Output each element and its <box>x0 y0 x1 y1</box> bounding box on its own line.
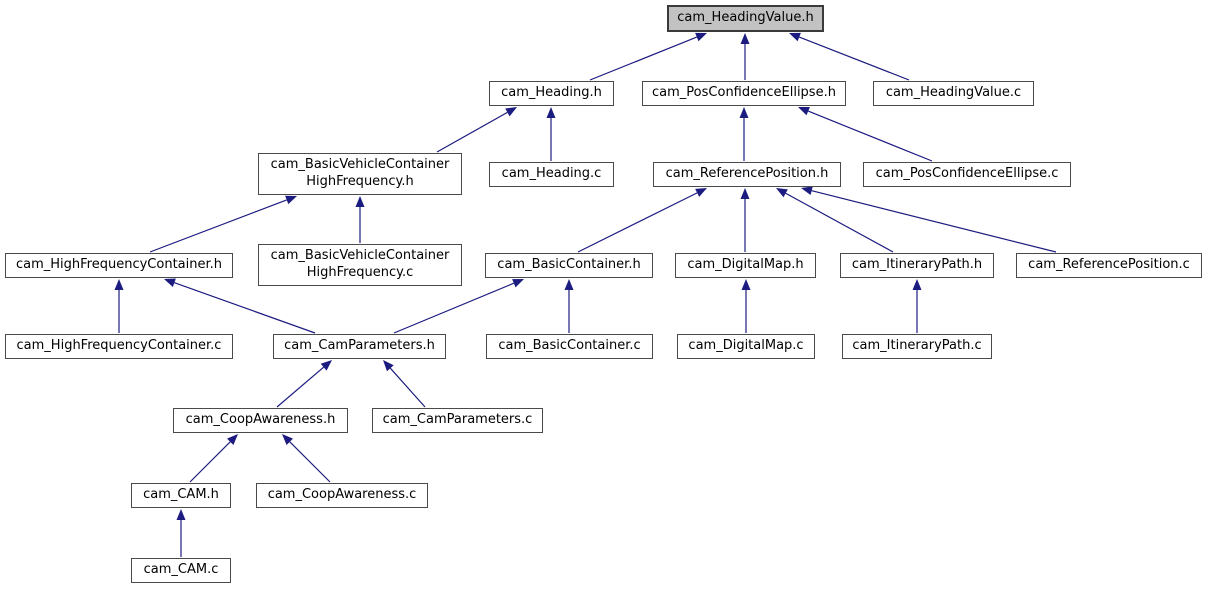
edge-cam_ItineraryPath_h-to-cam_ReferencePosition_h <box>785 192 894 253</box>
node-label: cam_Heading.c <box>501 166 602 182</box>
node-label: cam_CAM.c <box>143 562 219 578</box>
arrowhead-cam_ItineraryPath_c-to-cam_ItineraryPath_h <box>912 279 922 290</box>
edge-cam_CamParameters_h-to-cam_HighFrequencyContainer_h <box>174 282 316 334</box>
arrowhead-cam_ReferencePosition_h-to-cam_PosConfidenceEllipse_h <box>739 107 749 118</box>
arrowhead-cam_HighFrequencyContainer_c-to-cam_HighFrequencyContainer_h <box>114 279 124 290</box>
edge-cam_BasicVehicleContainerHighFrequency_h-to-cam_Heading_h <box>436 111 508 153</box>
edge-cam_CamParameters_c-to-cam_CamParameters_h <box>389 367 426 408</box>
node-cam_CamParameters_c[interactable]: cam_CamParameters.c <box>372 408 543 433</box>
edge-cam_HeadingValue_c-to-cam_HeadingValue_h <box>799 36 910 81</box>
node-label: cam_CoopAwareness.c <box>267 487 417 503</box>
arrowhead-cam_Heading_c-to-cam_Heading_h <box>546 107 556 118</box>
node-cam_HeadingValue_h: cam_HeadingValue.h <box>667 5 824 32</box>
node-cam_DigitalMap_c[interactable]: cam_DigitalMap.c <box>677 334 815 359</box>
node-label: cam_BasicContainer.h <box>497 257 641 273</box>
node-cam_ReferencePosition_c[interactable]: cam_ReferencePosition.c <box>1016 253 1202 278</box>
edge-cam_HighFrequencyContainer_h-to-cam_BasicVehicleContainerHighFrequency_h <box>149 199 287 253</box>
arrowhead-cam_Heading_h-to-cam_HeadingValue_h <box>695 32 707 42</box>
node-label: cam_BasicContainer.c <box>498 338 641 354</box>
node-cam_PosConfidenceEllipse_c[interactable]: cam_PosConfidenceEllipse.c <box>863 162 1071 187</box>
node-cam_ItineraryPath_c[interactable]: cam_ItineraryPath.c <box>842 334 992 359</box>
edge-cam_CamParameters_h-to-cam_BasicContainer_h <box>393 282 515 334</box>
node-cam_ItineraryPath_h[interactable]: cam_ItineraryPath.h <box>840 253 994 278</box>
arrowhead-cam_BasicContainer_h-to-cam_ReferencePosition_h <box>695 188 707 197</box>
edge-cam_CAM_h-to-cam_CoopAwareness_h <box>189 441 231 483</box>
node-label: cam_ItineraryPath.c <box>852 338 982 354</box>
edge-cam_PosConfidenceEllipse_c-to-cam_PosConfidenceEllipse_h <box>807 110 933 162</box>
node-label: cam_CamParameters.c <box>382 412 533 428</box>
node-label: cam_CoopAwareness.h <box>185 412 336 428</box>
node-cam_CoopAwareness_c[interactable]: cam_CoopAwareness.c <box>256 483 428 508</box>
arrowhead-cam_CamParameters_c-to-cam_CamParameters_h <box>383 360 394 372</box>
node-cam_BasicContainer_c[interactable]: cam_BasicContainer.c <box>486 334 653 359</box>
arrowhead-cam_PosConfidenceEllipse_h-to-cam_HeadingValue_h <box>740 33 750 44</box>
arrowhead-cam_BasicVehicleContainerHighFrequency_c-to-cam_BasicVehicleContainerHighFrequency_h <box>355 196 365 207</box>
arrowhead-cam_CAM_h-to-cam_CoopAwareness_h <box>227 434 238 445</box>
arrowhead-cam_DigitalMap_h-to-cam_ReferencePosition_h <box>740 188 750 199</box>
node-cam_HighFrequencyContainer_h[interactable]: cam_HighFrequencyContainer.h <box>5 253 233 278</box>
node-label: cam_BasicVehicleContainer <box>270 157 450 173</box>
node-cam_HeadingValue_c[interactable]: cam_HeadingValue.c <box>873 81 1034 106</box>
arrowhead-cam_ReferencePosition_c-to-cam_ReferencePosition_h <box>801 186 813 196</box>
node-label: cam_DigitalMap.c <box>688 338 804 354</box>
arrowhead-cam_HeadingValue_c-to-cam_HeadingValue_h <box>789 32 801 42</box>
node-cam_CamParameters_h[interactable]: cam_CamParameters.h <box>273 334 446 359</box>
node-label: cam_ReferencePosition.h <box>665 166 829 182</box>
node-label: cam_HeadingValue.c <box>885 85 1022 101</box>
edge-cam_BasicContainer_h-to-cam_ReferencePosition_h <box>577 192 698 253</box>
arrowhead-cam_CamParameters_h-to-cam_HighFrequencyContainer_h <box>164 278 176 287</box>
edge-cam_CoopAwareness_c-to-cam_CoopAwareness_h <box>289 441 331 483</box>
node-label: cam_DigitalMap.h <box>687 257 804 273</box>
arrowhead-cam_CamParameters_h-to-cam_BasicContainer_h <box>512 279 524 288</box>
node-label: cam_PosConfidenceEllipse.h <box>652 85 836 101</box>
arrowhead-cam_BasicContainer_c-to-cam_BasicContainer_h <box>564 279 574 290</box>
arrowhead-cam_ItineraryPath_h-to-cam_ReferencePosition_h <box>776 188 788 198</box>
node-cam_CoopAwareness_h[interactable]: cam_CoopAwareness.h <box>173 408 348 433</box>
node-cam_BasicContainer_h[interactable]: cam_BasicContainer.h <box>485 253 653 278</box>
edge-cam_CoopAwareness_h-to-cam_CamParameters_h <box>276 366 325 408</box>
node-label: cam_Heading.h <box>501 85 602 101</box>
node-cam_DigitalMap_h[interactable]: cam_DigitalMap.h <box>675 253 816 278</box>
node-label: cam_CamParameters.h <box>284 338 435 354</box>
edge-cam_Heading_h-to-cam_HeadingValue_h <box>589 36 698 81</box>
node-cam_PosConfidenceEllipse_h[interactable]: cam_PosConfidenceEllipse.h <box>642 81 846 106</box>
node-label: cam_ItineraryPath.h <box>851 257 983 273</box>
arrowhead-cam_DigitalMap_c-to-cam_DigitalMap_h <box>741 279 751 290</box>
edge-cam_ReferencePosition_c-to-cam_ReferencePosition_h <box>811 190 1057 253</box>
arrowhead-cam_CoopAwareness_c-to-cam_CoopAwareness_h <box>282 434 293 445</box>
arrowhead-cam_CAM_c-to-cam_CAM_h <box>176 509 186 520</box>
arrowhead-cam_BasicVehicleContainerHighFrequency_h-to-cam_Heading_h <box>505 107 517 117</box>
node-cam_Heading_h[interactable]: cam_Heading.h <box>489 81 614 106</box>
node-label: cam_HighFrequencyContainer.h <box>15 257 223 273</box>
node-cam_CAM_c[interactable]: cam_CAM.c <box>131 558 231 583</box>
node-cam_CAM_h[interactable]: cam_CAM.h <box>131 483 231 508</box>
node-label: cam_PosConfidenceEllipse.c <box>875 166 1059 182</box>
node-label: HighFrequency.c <box>306 265 414 280</box>
node-cam_HighFrequencyContainer_c[interactable]: cam_HighFrequencyContainer.c <box>5 334 233 359</box>
node-label: cam_HighFrequencyContainer.c <box>16 338 222 354</box>
node-label: cam_HeadingValue.h <box>677 10 814 26</box>
node-label: cam_ReferencePosition.c <box>1028 257 1190 273</box>
arrowhead-cam_HighFrequencyContainer_h-to-cam_BasicVehicleContainerHighFrequency_h <box>285 195 297 205</box>
arrowhead-cam_PosConfidenceEllipse_c-to-cam_PosConfidenceEllipse_h <box>798 106 810 116</box>
node-cam_ReferencePosition_h[interactable]: cam_ReferencePosition.h <box>653 162 841 187</box>
node-cam_Heading_c[interactable]: cam_Heading.c <box>489 162 614 187</box>
node-label: HighFrequency.h <box>306 174 414 189</box>
arrowhead-cam_CoopAwareness_h-to-cam_CamParameters_h <box>320 360 332 371</box>
node-label: cam_BasicVehicleContainer <box>270 248 450 264</box>
node-label: cam_CAM.h <box>143 487 219 503</box>
